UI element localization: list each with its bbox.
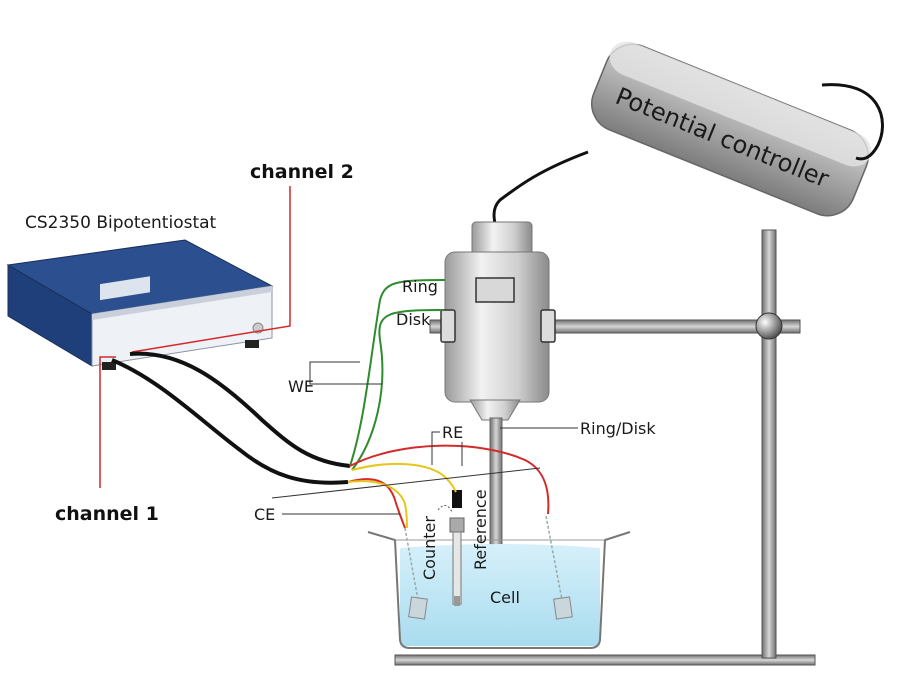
wire-red-left-counter (347, 478, 406, 529)
re-leader (431, 431, 440, 465)
stand-clamp-ball (755, 312, 783, 340)
ring-disk-label: Ring/Disk (580, 419, 656, 438)
wire-red-right-counter (349, 444, 550, 515)
channel-1-label: channel 1 (55, 503, 159, 525)
rotator-body (444, 251, 550, 403)
we-label: WE (288, 377, 314, 396)
wire-yellow-counter (347, 480, 408, 529)
wire-yellow-reference (351, 462, 457, 493)
cell-label: Cell (490, 588, 520, 607)
rotator-neck (469, 399, 521, 421)
channel-2-leader (131, 186, 291, 353)
potential-controller: Potential controller (591, 41, 872, 217)
channel-2-label: channel 2 (250, 161, 354, 183)
disk-label: Disk (396, 310, 431, 329)
counter-label: Counter (420, 516, 439, 580)
wire-green-disk (351, 309, 445, 471)
cell-beaker (367, 531, 631, 649)
cable-channel-2 (129, 351, 351, 468)
arm-clamp-right (540, 309, 556, 343)
wire-green-ring (349, 279, 446, 467)
stand-base (394, 654, 816, 666)
bipotentiostat-device (6, 239, 274, 370)
controller-cable-left (492, 150, 589, 233)
stand-pole (761, 229, 777, 659)
ce-leader-2 (271, 467, 541, 499)
reference-label: Reference (471, 489, 490, 570)
ring-label: Ring (402, 277, 438, 296)
channel-1-leader (99, 356, 116, 488)
reference-electrode (437, 490, 465, 606)
cable-channel-1 (111, 358, 349, 485)
ce-label: CE (254, 505, 275, 524)
rotator-window (475, 277, 515, 303)
we-leader (309, 361, 360, 385)
re-label: RE (442, 423, 463, 442)
controller-cable-right (821, 83, 884, 161)
cell-liquid (400, 544, 600, 646)
device-title: CS2350 Bipotentiostat (25, 213, 217, 233)
counter-electrode-left (404, 527, 428, 620)
counter-electrode-right (545, 515, 573, 620)
arm-clamp-left (440, 309, 456, 343)
